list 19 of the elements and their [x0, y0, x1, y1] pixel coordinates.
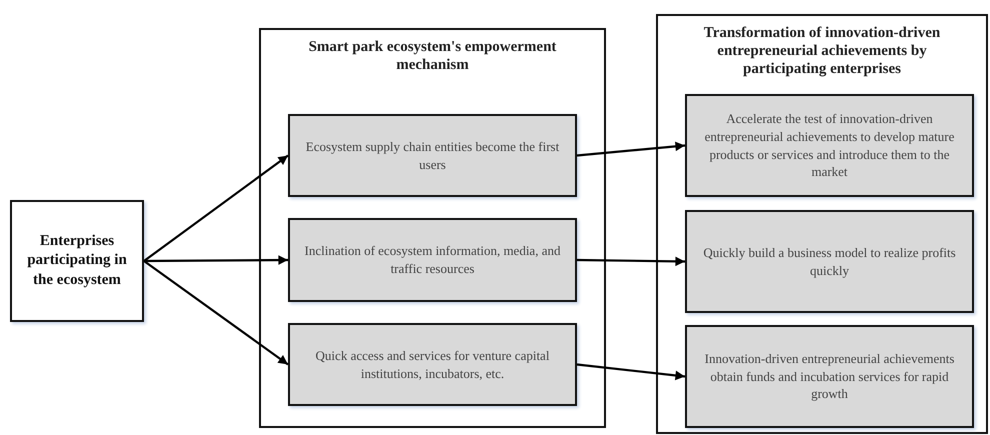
node-text: Inclination of ecosystem information, media, and traffic resources — [304, 242, 562, 278]
process-box — [685, 94, 974, 197]
process-box — [288, 323, 577, 406]
group-panel — [656, 14, 988, 434]
node-text: Accelerate the test of innovation-driven entrepreneurial achievements to develop mature products or services and introduce them to the market — [704, 110, 956, 181]
node-text: Quick access and services for venture capital institutions, incubators, etc. — [314, 346, 550, 382]
process-box — [685, 325, 974, 428]
node-text: Ecosystem supply chain entities become the first users — [304, 138, 560, 174]
group-heading: Smart park ecosystem's empowerment mechanism — [308, 38, 558, 74]
group-heading: Transformation of innovation-driven entrepreneurial achievements by participating enterprises — [702, 24, 942, 78]
arrow — [143, 260, 290, 368]
process-box — [288, 114, 577, 197]
group-panel — [259, 28, 606, 428]
node-text: Enterprises participating in the ecosystem — [26, 232, 128, 290]
process-box — [685, 210, 974, 313]
process-box — [10, 200, 144, 322]
node-text: Innovation-driven entrepreneurial achievements obtain funds and incubation services for rapid growth — [704, 350, 956, 403]
node-text: Quickly build a business model to realize profits quickly — [702, 244, 957, 280]
process-box — [288, 218, 577, 302]
